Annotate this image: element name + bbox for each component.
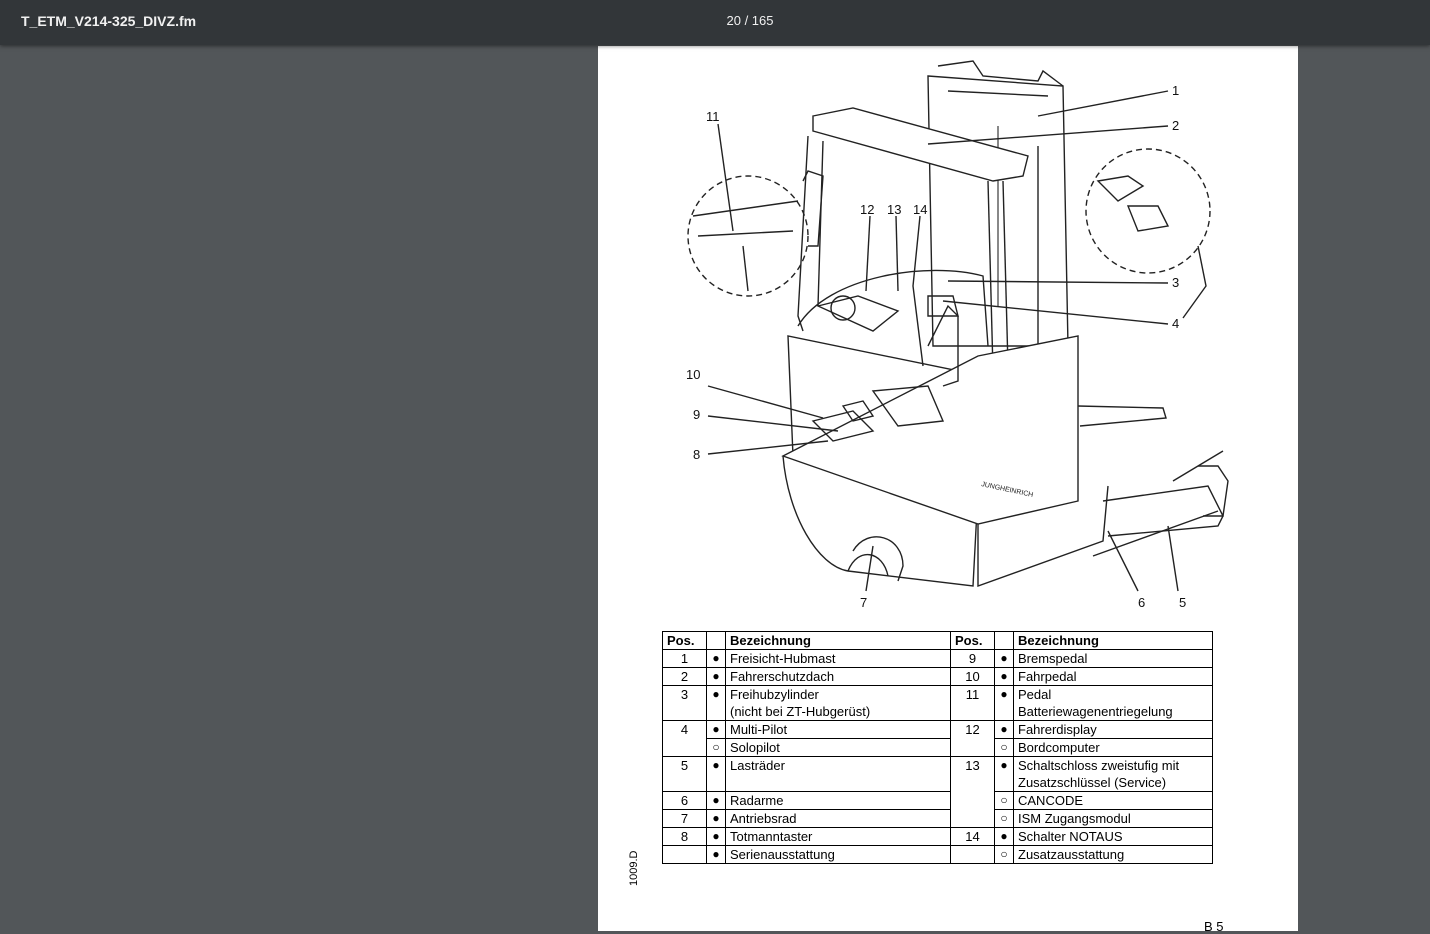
table-row: 3 ● Freihubzylinder(nicht bei ZT-Hubgerü… [662, 685, 1213, 721]
callout-12: 12 [860, 202, 874, 217]
callout-11: 11 [706, 109, 720, 124]
table-row: 1 ● Freisicht-Hubmast 9 ● Bremspedal [662, 649, 1213, 668]
legend-optional-mark: ○ [994, 845, 1014, 864]
viewer-toolbar: T_ETM_V214-325_DIVZ.fm 20 / 165 [0, 0, 1430, 45]
parts-table: Pos. Bezeichnung Pos. Bezeichnung 1 ● Fr… [662, 631, 1213, 864]
table-row: 4 ● Multi-Pilot 12 ● Fahrerdisplay [662, 720, 1213, 757]
document-title: T_ETM_V214-325_DIVZ.fm [21, 13, 197, 29]
table-row: ○ Solopilot ○ Bordcomputer [663, 738, 1213, 757]
callout-3: 3 [1172, 275, 1179, 290]
table-header: Pos. Bezeichnung Pos. Bezeichnung [662, 631, 1213, 650]
legend-optional: Zusatzausstattung [1013, 845, 1213, 864]
table-row: 6 ● Radarme ○ CANCODE [662, 791, 1213, 810]
table-row: 8 ● Totmanntaster 14 ● Schalter NOTAUS [662, 827, 1213, 846]
page-indicator[interactable]: 20 / 165 [726, 13, 774, 28]
callout-6: 6 [1138, 595, 1145, 610]
table-row: 2 ● Fahrerschutzdach 10 ● Fahrpedal [662, 667, 1213, 686]
callout-10: 10 [686, 367, 700, 382]
callout-9: 9 [693, 407, 700, 422]
legend-standard: Serienausstattung [725, 845, 951, 864]
callout-7: 7 [860, 595, 867, 610]
callout-13: 13 [887, 202, 901, 217]
header-name-right: Bezeichnung [1013, 631, 1213, 650]
page-footer: B 5 [1204, 919, 1224, 934]
table-row: 5 ● Lasträder 13 ● Schaltschloss zweistu… [662, 756, 1213, 828]
document-code: 1009.D [628, 850, 640, 886]
truck-diagram: JUNGHEINRICH 1 2 3 4 5 6 7 8 9 10 11 12 … [686, 60, 1229, 610]
document-page: JUNGHEINRICH 1 2 3 4 5 6 7 8 9 10 11 12 … [598, 46, 1298, 934]
legend-row: ● Serienausstattung ○ Zusatzausstattung [662, 845, 1213, 864]
callout-8: 8 [693, 447, 700, 462]
legend-standard-mark: ● [706, 845, 726, 864]
header-pos-left: Pos. [662, 631, 707, 650]
callout-2: 2 [1172, 118, 1179, 133]
callout-1: 1 [1172, 83, 1179, 98]
callout-4: 4 [1172, 316, 1179, 331]
header-name-left: Bezeichnung [725, 631, 951, 650]
callout-5: 5 [1179, 595, 1186, 610]
header-pos-right: Pos. [950, 631, 995, 650]
callout-14: 14 [913, 202, 927, 217]
table-row: 7 ● Antriebsrad ○ ISM Zugangsmodul [662, 809, 1213, 828]
